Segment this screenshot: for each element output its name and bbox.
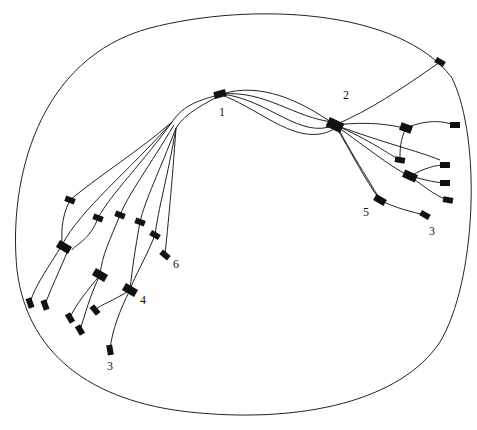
callout-number: 5 (362, 206, 370, 218)
fibers (30, 62, 455, 350)
callout-number: 6 (172, 258, 180, 270)
cell-outline (16, 14, 472, 415)
bands (25, 57, 460, 356)
callout-number: 3 (428, 225, 436, 237)
callout-number: 1 (218, 106, 226, 118)
callout-number: 3 (106, 360, 114, 372)
callout-number: 2 (342, 89, 350, 101)
callout-number: 4 (139, 294, 147, 306)
